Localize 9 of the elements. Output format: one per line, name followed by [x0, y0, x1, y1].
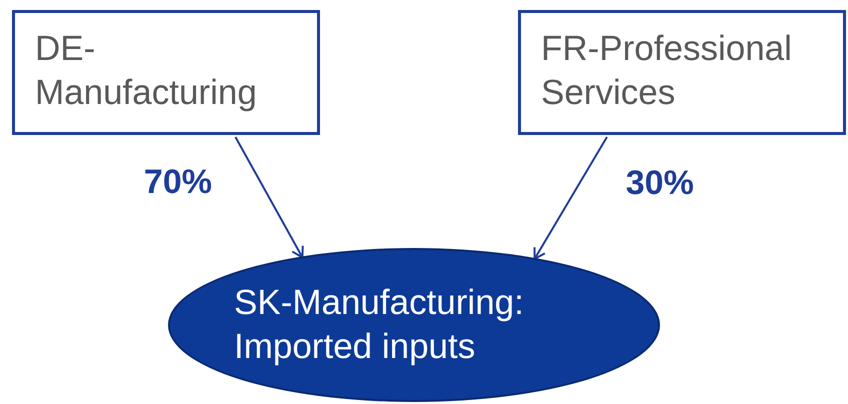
arrow [234, 136, 304, 258]
node-label: FR-Professional Services [541, 28, 793, 114]
edge-label: 30% [626, 162, 694, 203]
arrow [534, 136, 608, 260]
edge-label: 70% [144, 162, 212, 202]
source-box [518, 10, 846, 135]
node-label: DE-Manufacturing [35, 28, 258, 114]
node-label: SK-Manufacturing: Imported inputs [234, 282, 525, 368]
source-box [12, 10, 320, 135]
